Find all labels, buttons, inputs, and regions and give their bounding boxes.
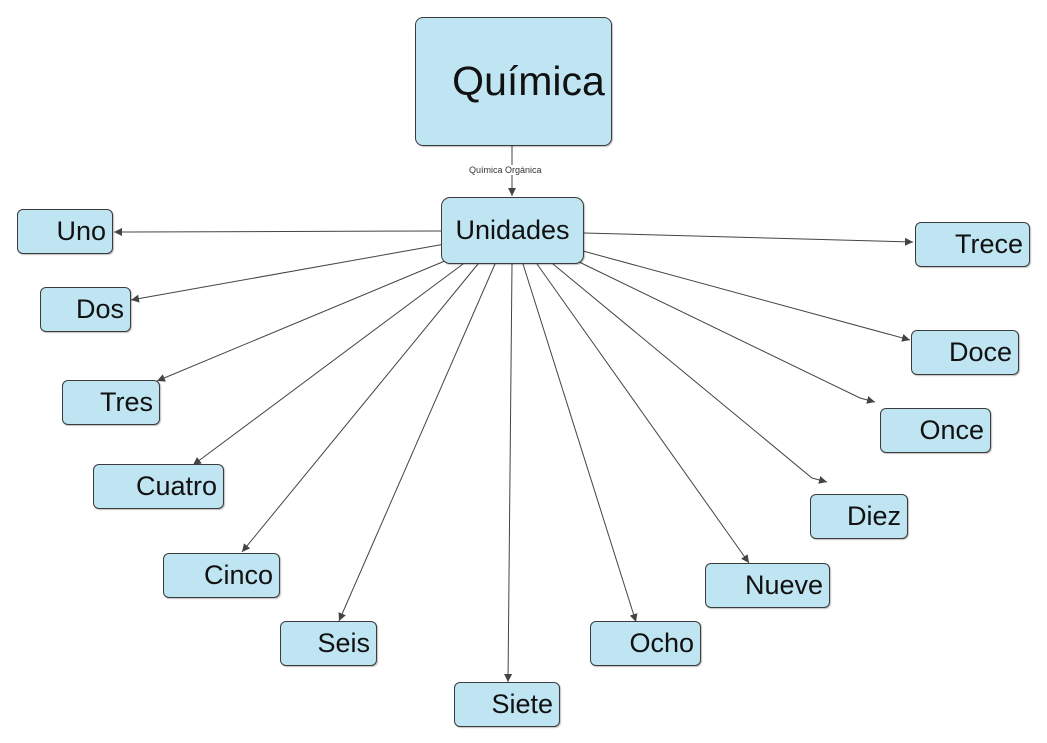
edge-label-quimica-organica: Química Orgánica: [469, 165, 542, 175]
node-trece[interactable]: Trece: [915, 222, 1030, 267]
node-siete[interactable]: Siete: [454, 682, 560, 727]
edge-unidades-ocho: [522, 263, 638, 623]
node-diez[interactable]: Diez: [810, 494, 908, 539]
node-dos[interactable]: Dos: [40, 287, 131, 332]
node-tres[interactable]: Tres: [62, 380, 160, 425]
edge-unidades-tres: [156, 257, 453, 382]
edge-unidades-cinco: [241, 263, 479, 553]
node-unidades[interactable]: Unidades: [441, 197, 584, 264]
edge-unidades-doce: [582, 250, 911, 342]
node-doce[interactable]: Doce: [911, 330, 1019, 375]
edge-unidades-trece: [583, 232, 914, 246]
edge-unidades-cuatro: [192, 263, 464, 466]
edge-unidades-seis: [338, 263, 496, 622]
node-seis[interactable]: Seis: [280, 621, 377, 666]
edge-unidades-diez: [552, 263, 828, 484]
node-cinco[interactable]: Cinco: [163, 553, 280, 598]
edge-unidades-dos: [130, 243, 446, 303]
node-nueve[interactable]: Nueve: [705, 563, 830, 608]
edge-unidades-siete: [504, 263, 513, 683]
edge-unidades-once: [574, 259, 876, 404]
node-quimica[interactable]: Química: [415, 17, 612, 146]
node-once[interactable]: Once: [880, 408, 991, 453]
node-cuatro[interactable]: Cuatro: [93, 464, 224, 509]
edge-unidades-nueve: [536, 263, 750, 564]
node-uno[interactable]: Uno: [17, 209, 113, 254]
edge-unidades-uno: [113, 227, 443, 236]
node-ocho[interactable]: Ocho: [590, 621, 701, 666]
